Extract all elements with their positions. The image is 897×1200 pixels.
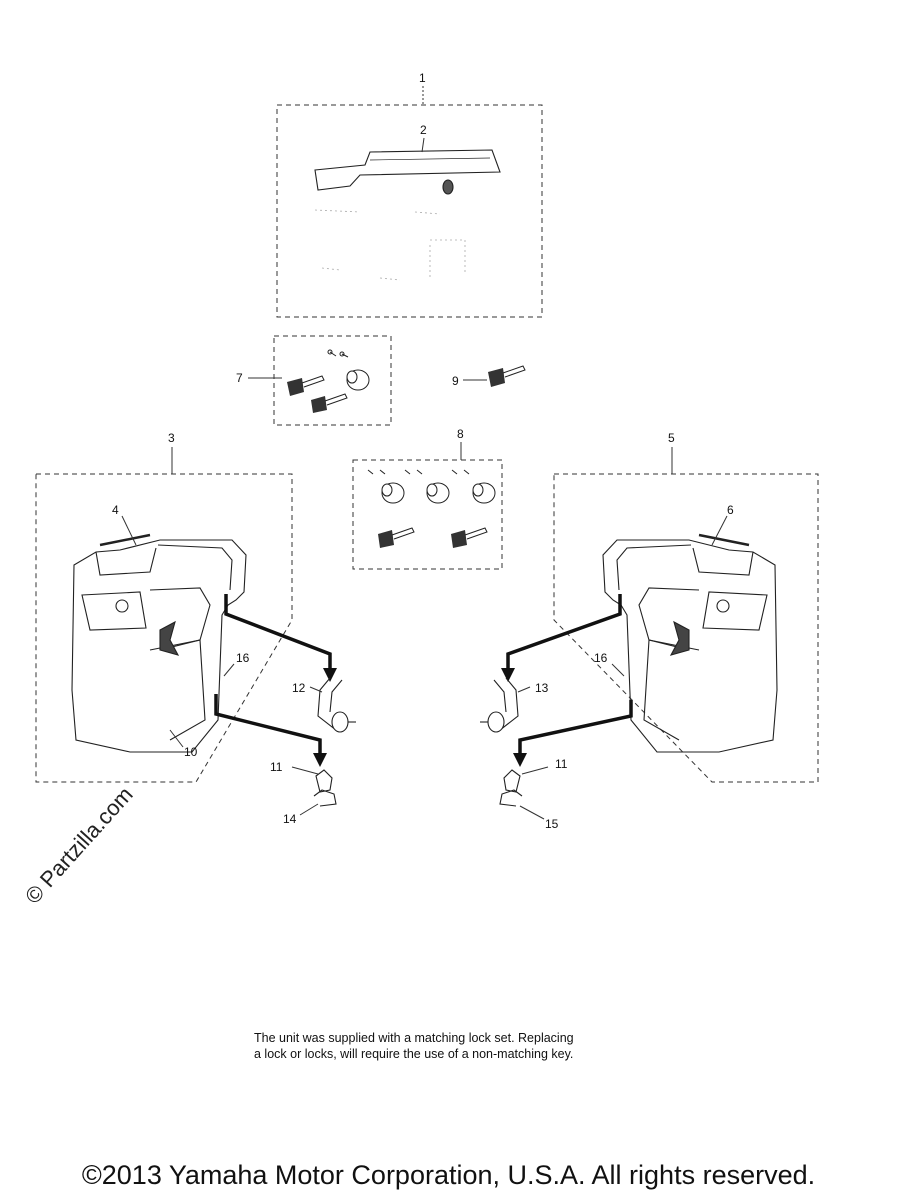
group-1-box bbox=[276, 104, 543, 318]
assembly-arrows bbox=[214, 594, 633, 767]
leader-14 bbox=[299, 803, 319, 816]
callout-1: 1 bbox=[419, 71, 426, 85]
bracket-12 bbox=[317, 677, 356, 733]
callout-11-right: 11 bbox=[555, 757, 568, 771]
key-icon bbox=[378, 527, 415, 548]
note-line-1: The unit was supplied with a matching lo… bbox=[254, 1031, 574, 1045]
leader-16-right bbox=[611, 663, 625, 677]
note-line-2: a lock or locks, will require the use of… bbox=[254, 1047, 574, 1061]
leader-15 bbox=[519, 805, 545, 820]
callout-14: 14 bbox=[283, 812, 297, 826]
group-1-rack-assembly bbox=[276, 86, 543, 318]
group-8-lock-set bbox=[352, 442, 503, 570]
leader-13 bbox=[517, 686, 531, 693]
leader-12 bbox=[309, 686, 323, 693]
callout-8: 8 bbox=[457, 427, 464, 441]
group-5-box bbox=[553, 473, 819, 783]
bracket-13 bbox=[480, 677, 519, 733]
callout-4: 4 bbox=[112, 503, 119, 517]
leader-16-left bbox=[223, 663, 235, 677]
lock-11-left bbox=[313, 769, 337, 807]
arrow-right-lower bbox=[513, 700, 633, 767]
callout-6: 6 bbox=[727, 503, 734, 517]
callout-16-left: 16 bbox=[236, 651, 250, 665]
rack-part bbox=[314, 149, 501, 195]
rack-faint-details bbox=[314, 209, 466, 281]
group-7-lock-set bbox=[248, 335, 392, 426]
leader-6 bbox=[711, 515, 728, 546]
callout-11-left: 11 bbox=[270, 760, 283, 774]
callout-7: 7 bbox=[236, 371, 243, 385]
part-9-key bbox=[463, 365, 526, 387]
group-3-box bbox=[35, 473, 293, 783]
callout-10: 10 bbox=[184, 745, 198, 759]
right-side-case bbox=[602, 533, 778, 753]
callout-16-right: 16 bbox=[594, 651, 608, 665]
screw-icon bbox=[367, 469, 470, 475]
key-icon bbox=[451, 527, 488, 548]
arrow-right-upper bbox=[501, 594, 622, 682]
lock-11-right bbox=[499, 769, 523, 807]
left-side-case bbox=[71, 533, 247, 753]
leader-10 bbox=[169, 729, 184, 748]
callout-12: 12 bbox=[292, 681, 306, 695]
callout-5: 5 bbox=[668, 431, 675, 445]
arrow-left-lower bbox=[214, 694, 327, 767]
key-icon bbox=[311, 393, 348, 413]
leader-2 bbox=[421, 137, 425, 153]
group-7-box bbox=[273, 335, 392, 426]
copyright-notice: ©2013 Yamaha Motor Corporation, U.S.A. A… bbox=[81, 1160, 816, 1190]
key-icon bbox=[488, 365, 526, 387]
lock-cylinder-icon bbox=[346, 369, 370, 391]
leader-11-left bbox=[291, 766, 319, 775]
callout-2: 2 bbox=[420, 123, 427, 137]
leader-4 bbox=[121, 515, 137, 546]
screw-icon bbox=[327, 349, 349, 358]
arrow-left-upper bbox=[224, 594, 337, 682]
lock-set-note: The unit was supplied with a matching lo… bbox=[254, 1030, 674, 1062]
callout-13: 13 bbox=[535, 681, 549, 695]
group-3-left-case-assembly bbox=[35, 447, 293, 783]
callout-9: 9 bbox=[452, 374, 459, 388]
lock-cylinder-icon bbox=[381, 482, 496, 504]
group-5-right-case-assembly bbox=[553, 447, 819, 783]
leader-11-right bbox=[521, 766, 549, 775]
callout-labels: 1 2 7 9 8 3 5 4 6 16 16 12 13 10 11 11 1… bbox=[112, 71, 734, 831]
callout-3: 3 bbox=[168, 431, 175, 445]
key-icon bbox=[287, 375, 325, 396]
group-8-box bbox=[352, 459, 503, 570]
callout-15: 15 bbox=[545, 817, 559, 831]
